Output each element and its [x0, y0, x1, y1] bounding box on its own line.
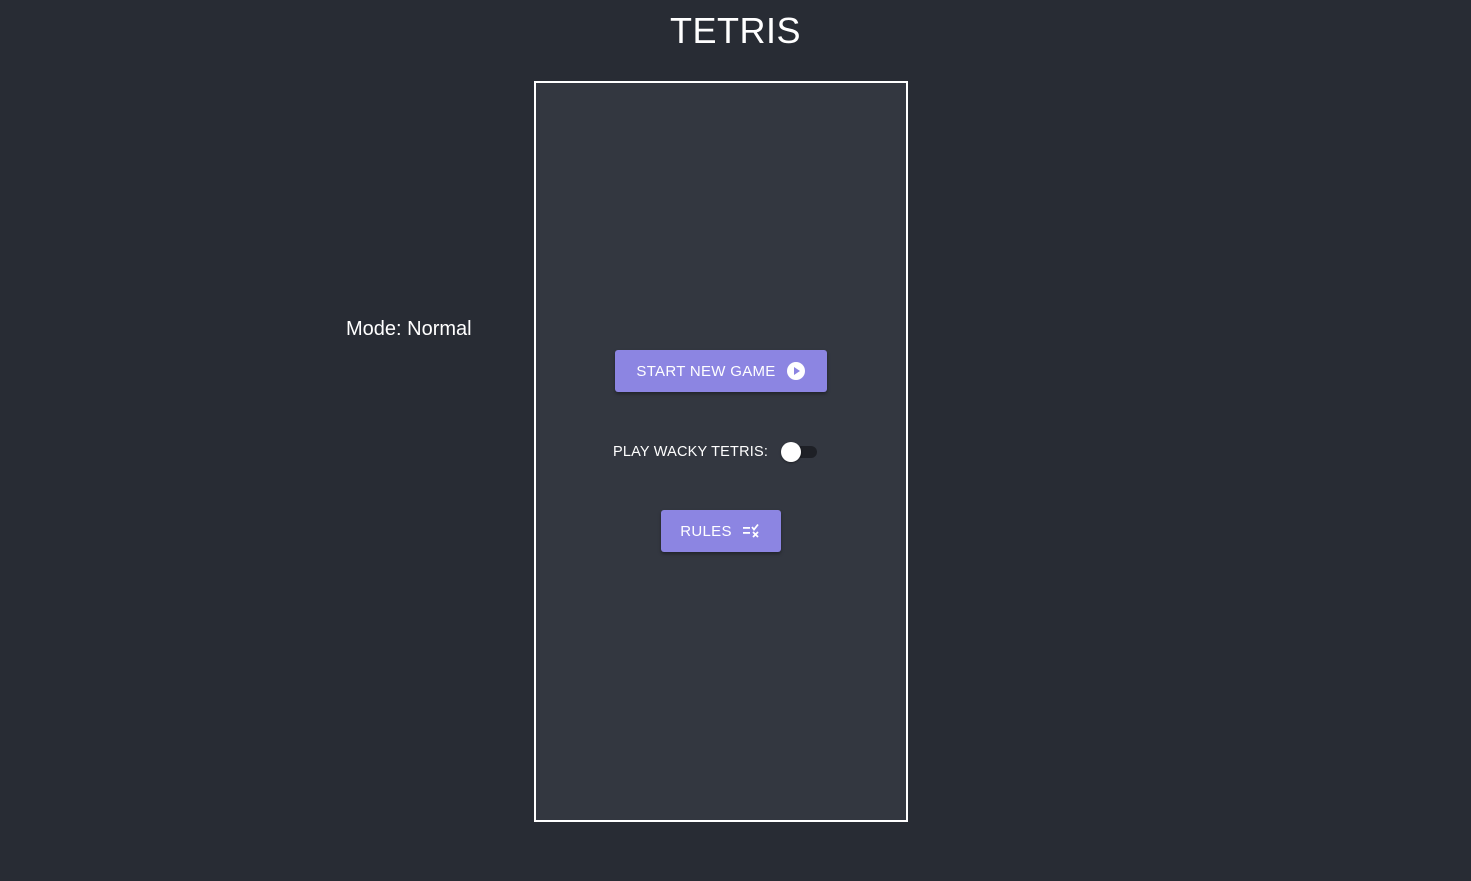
rule-checklist-icon: [742, 521, 762, 541]
rules-label: RULES: [680, 522, 732, 540]
play-circle-icon: [786, 361, 806, 381]
toggle-thumb: [781, 442, 802, 462]
rules-button[interactable]: RULES: [661, 510, 781, 552]
start-new-game-button[interactable]: START NEW GAME: [615, 350, 827, 392]
game-title: TETRIS: [669, 10, 801, 51]
wacky-tetris-label: PLAY WACKY TETRIS:: [613, 444, 769, 460]
mode-label: Mode: Normal: [346, 318, 472, 340]
wacky-tetris-row: PLAY WACKY TETRIS:: [613, 441, 819, 463]
start-new-game-label: START NEW GAME: [636, 362, 776, 380]
wacky-tetris-toggle[interactable]: [781, 441, 819, 463]
game-board: START NEW GAME PLAY WACKY TETRIS: RULES: [534, 81, 908, 822]
